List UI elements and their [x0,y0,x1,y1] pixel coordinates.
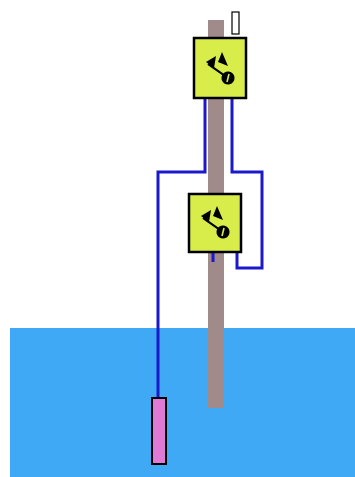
water-body [10,328,355,477]
mast-tip [231,11,240,35]
sensor-box-lower [187,192,243,254]
wind-sensor-icon [206,52,235,85]
cable-upper-to-probe [156,98,207,398]
cable-upper-to-lower [230,98,264,270]
wind-sensor-icon [201,206,230,239]
water-probe-icon [151,397,167,465]
sensor-box-upper [192,36,248,100]
